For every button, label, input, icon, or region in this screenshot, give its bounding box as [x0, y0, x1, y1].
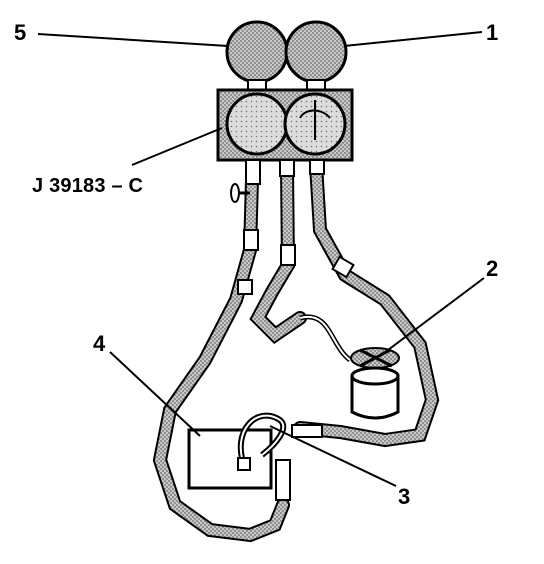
- hose-couplings: [237, 229, 355, 501]
- callout-5: 5: [14, 20, 27, 45]
- tool-number-label: J 39183 – C: [32, 175, 144, 197]
- leader-1: [343, 31, 483, 47]
- hose-adapter-loop: [237, 412, 287, 471]
- oil-injector: [350, 347, 400, 420]
- high-side-gauge: [284, 20, 348, 93]
- leader-lines: [37, 31, 485, 487]
- charging-station-box: [187, 428, 273, 490]
- manifold-block: [216, 88, 354, 162]
- leader-3: [269, 425, 397, 487]
- callout-1: 1: [486, 20, 499, 45]
- leader-2: [379, 277, 485, 357]
- callout-3: 3: [398, 484, 411, 509]
- callout-2: 2: [486, 256, 499, 281]
- right-hose: [293, 158, 440, 448]
- leader-tool: [131, 127, 223, 166]
- low-side-gauge: [225, 20, 289, 93]
- callout-4: 4: [93, 331, 106, 356]
- manifold-fittings: [245, 159, 325, 185]
- valve-knob: [230, 183, 250, 203]
- leader-4: [109, 351, 201, 437]
- leader-5: [37, 33, 229, 47]
